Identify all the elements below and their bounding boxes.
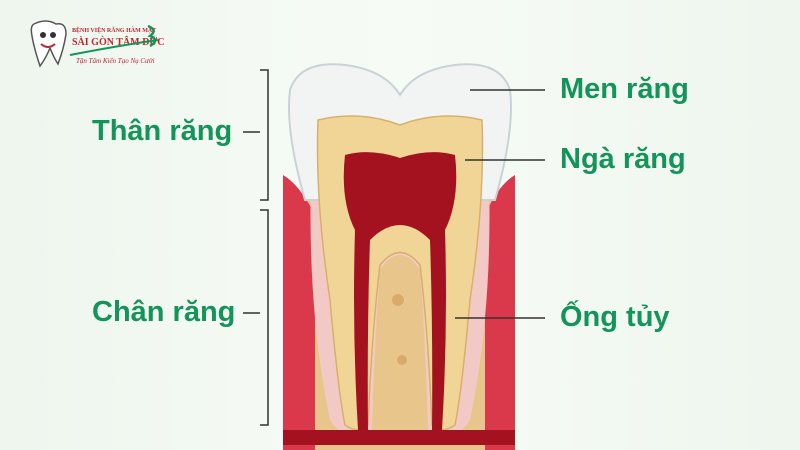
label-dentin: Ngà răng (560, 143, 686, 175)
brackets (260, 69, 269, 426)
bracket-ticks (243, 131, 260, 314)
logo-slogan: Tận Tâm Kiến Tạo Nụ Cười (76, 57, 155, 65)
label-crown: Thân răng (92, 115, 233, 147)
logo-line2: SÀI GÒN TÂM ĐỨC (72, 37, 165, 48)
gum-left (283, 175, 315, 450)
label-enamel: Men răng (560, 73, 689, 105)
leader-lines (455, 89, 545, 319)
pulp (343, 152, 457, 430)
label-pulp-canal: Ống tủy (560, 301, 670, 333)
tooth-mascot-icon (30, 20, 67, 68)
logo-line1: BỆNH VIỆN RĂNG HÀM MẶT (72, 28, 157, 34)
logo: BỆNH VIỆN RĂNG HÀM MẶT SÀI GÒN TÂM ĐỨC T… (26, 18, 166, 70)
label-root: Chân răng (92, 296, 236, 328)
logo-swoosh (69, 24, 159, 56)
gum-right (485, 175, 515, 450)
nerve-base (283, 430, 515, 445)
